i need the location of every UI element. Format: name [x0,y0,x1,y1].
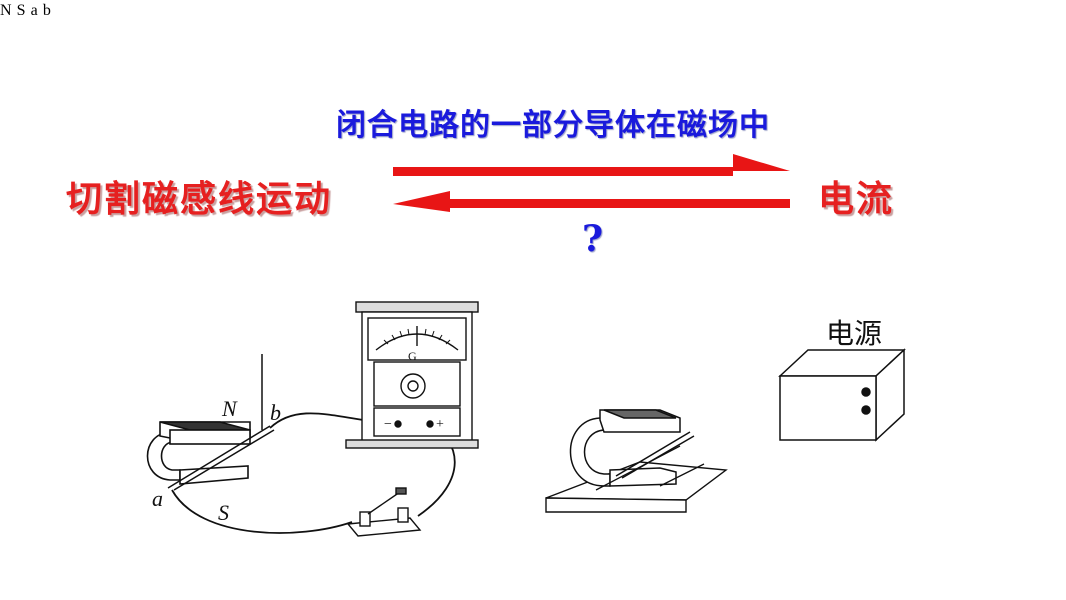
condition-text: 闭合电路的一部分导体在磁场中 [336,108,770,143]
galvanometer [345,301,479,449]
left-knife-switch [346,487,422,537]
power-supply-box [778,348,906,442]
right-rails [595,445,705,491]
forward-arrow [393,154,790,176]
galvanometer-terminal-minus: − [384,417,392,432]
left-wire-end-b: b [270,400,281,425]
left-wire-end-a: a [152,486,163,511]
power-supply-label: 电源 [826,317,883,350]
galvanometer-ticks [383,328,451,345]
right-north-label: N [0,2,12,19]
left-conductor-rod [167,354,275,491]
galvanometer-terminal-plus: + [436,417,444,432]
right-wire-end-b: b [42,2,51,19]
right-south-label: S [16,2,26,19]
left-north-label: N [221,396,238,421]
question-mark: ? [582,218,604,260]
galvanometer-label: G [408,349,417,363]
right-wire-end-a: a [30,2,38,19]
left-south-label: S [218,500,229,525]
backward-arrow [393,191,790,212]
left-term-cutting-field-lines: 切割磁感线运动 [66,179,333,220]
left-magnet [146,421,251,485]
right-term-current: 电流 [818,179,895,220]
